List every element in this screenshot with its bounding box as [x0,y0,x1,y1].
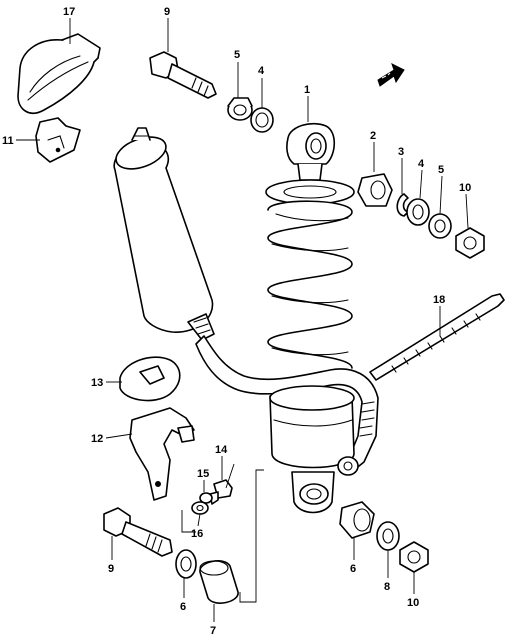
reservoir-tank [113,127,215,341]
strap-band-part-17 [17,33,101,114]
callout-5-upper: 5 [234,49,240,61]
clip-part-11 [35,117,81,163]
collar-part-5-right [428,213,452,239]
collar-part-5-upper [227,97,253,121]
washer-part-4-upper [250,107,274,133]
washer-part-15 [199,492,213,504]
spacer-part-7 [199,560,239,604]
callout-13: 13 [91,377,103,389]
callout-2: 2 [370,130,376,142]
stopper-plate-part-13 [119,356,181,402]
front-direction-arrow-icon [377,63,405,87]
callout-11: 11 [2,135,14,147]
bolt-part-9-upper [149,51,217,99]
callout-14: 14 [215,444,228,456]
callout-18: 18 [433,294,445,306]
callout-3: 3 [398,146,404,158]
callout-9-upper: 9 [164,6,170,18]
callout-15: 15 [197,468,209,480]
callout-7: 7 [210,625,216,637]
callout-17: 17 [63,6,75,18]
assembly-guide-lines [181,463,264,603]
bolt-part-14 [209,479,233,505]
callout-10-upper: 10 [459,182,471,194]
bearing-part-2 [357,173,393,207]
washer-part-16 [191,501,209,515]
washer-part-8-left [175,549,197,579]
callout-16: 16 [191,528,203,540]
callout-labels: 17 9 5 4 1 2 3 4 5 10 11 18 13 12 14 15 … [2,6,471,637]
callout-5-right: 5 [438,164,444,176]
nut-part-10-upper [455,227,485,259]
washer-part-8-right [376,521,400,551]
cable-tie-part-18 [369,293,505,381]
callout-6-right: 6 [350,563,356,575]
callout-1: 1 [304,84,310,96]
nut-part-10-lower [399,541,429,573]
callout-10-lower: 10 [407,597,419,609]
callout-leaders [16,18,469,622]
bolt-part-9-lower [103,507,173,557]
shock-absorber-part-1 [265,122,359,514]
washer-part-4-right [406,198,430,226]
callout-4-right: 4 [418,158,425,170]
callout-6-left: 6 [180,601,186,613]
callout-9-lower: 9 [108,563,114,575]
callout-4-upper: 4 [258,65,265,77]
callout-8-right: 8 [384,581,390,593]
bracket-part-12 [129,407,195,501]
callout-12: 12 [91,433,103,445]
bearing-part-6-right [339,501,375,539]
